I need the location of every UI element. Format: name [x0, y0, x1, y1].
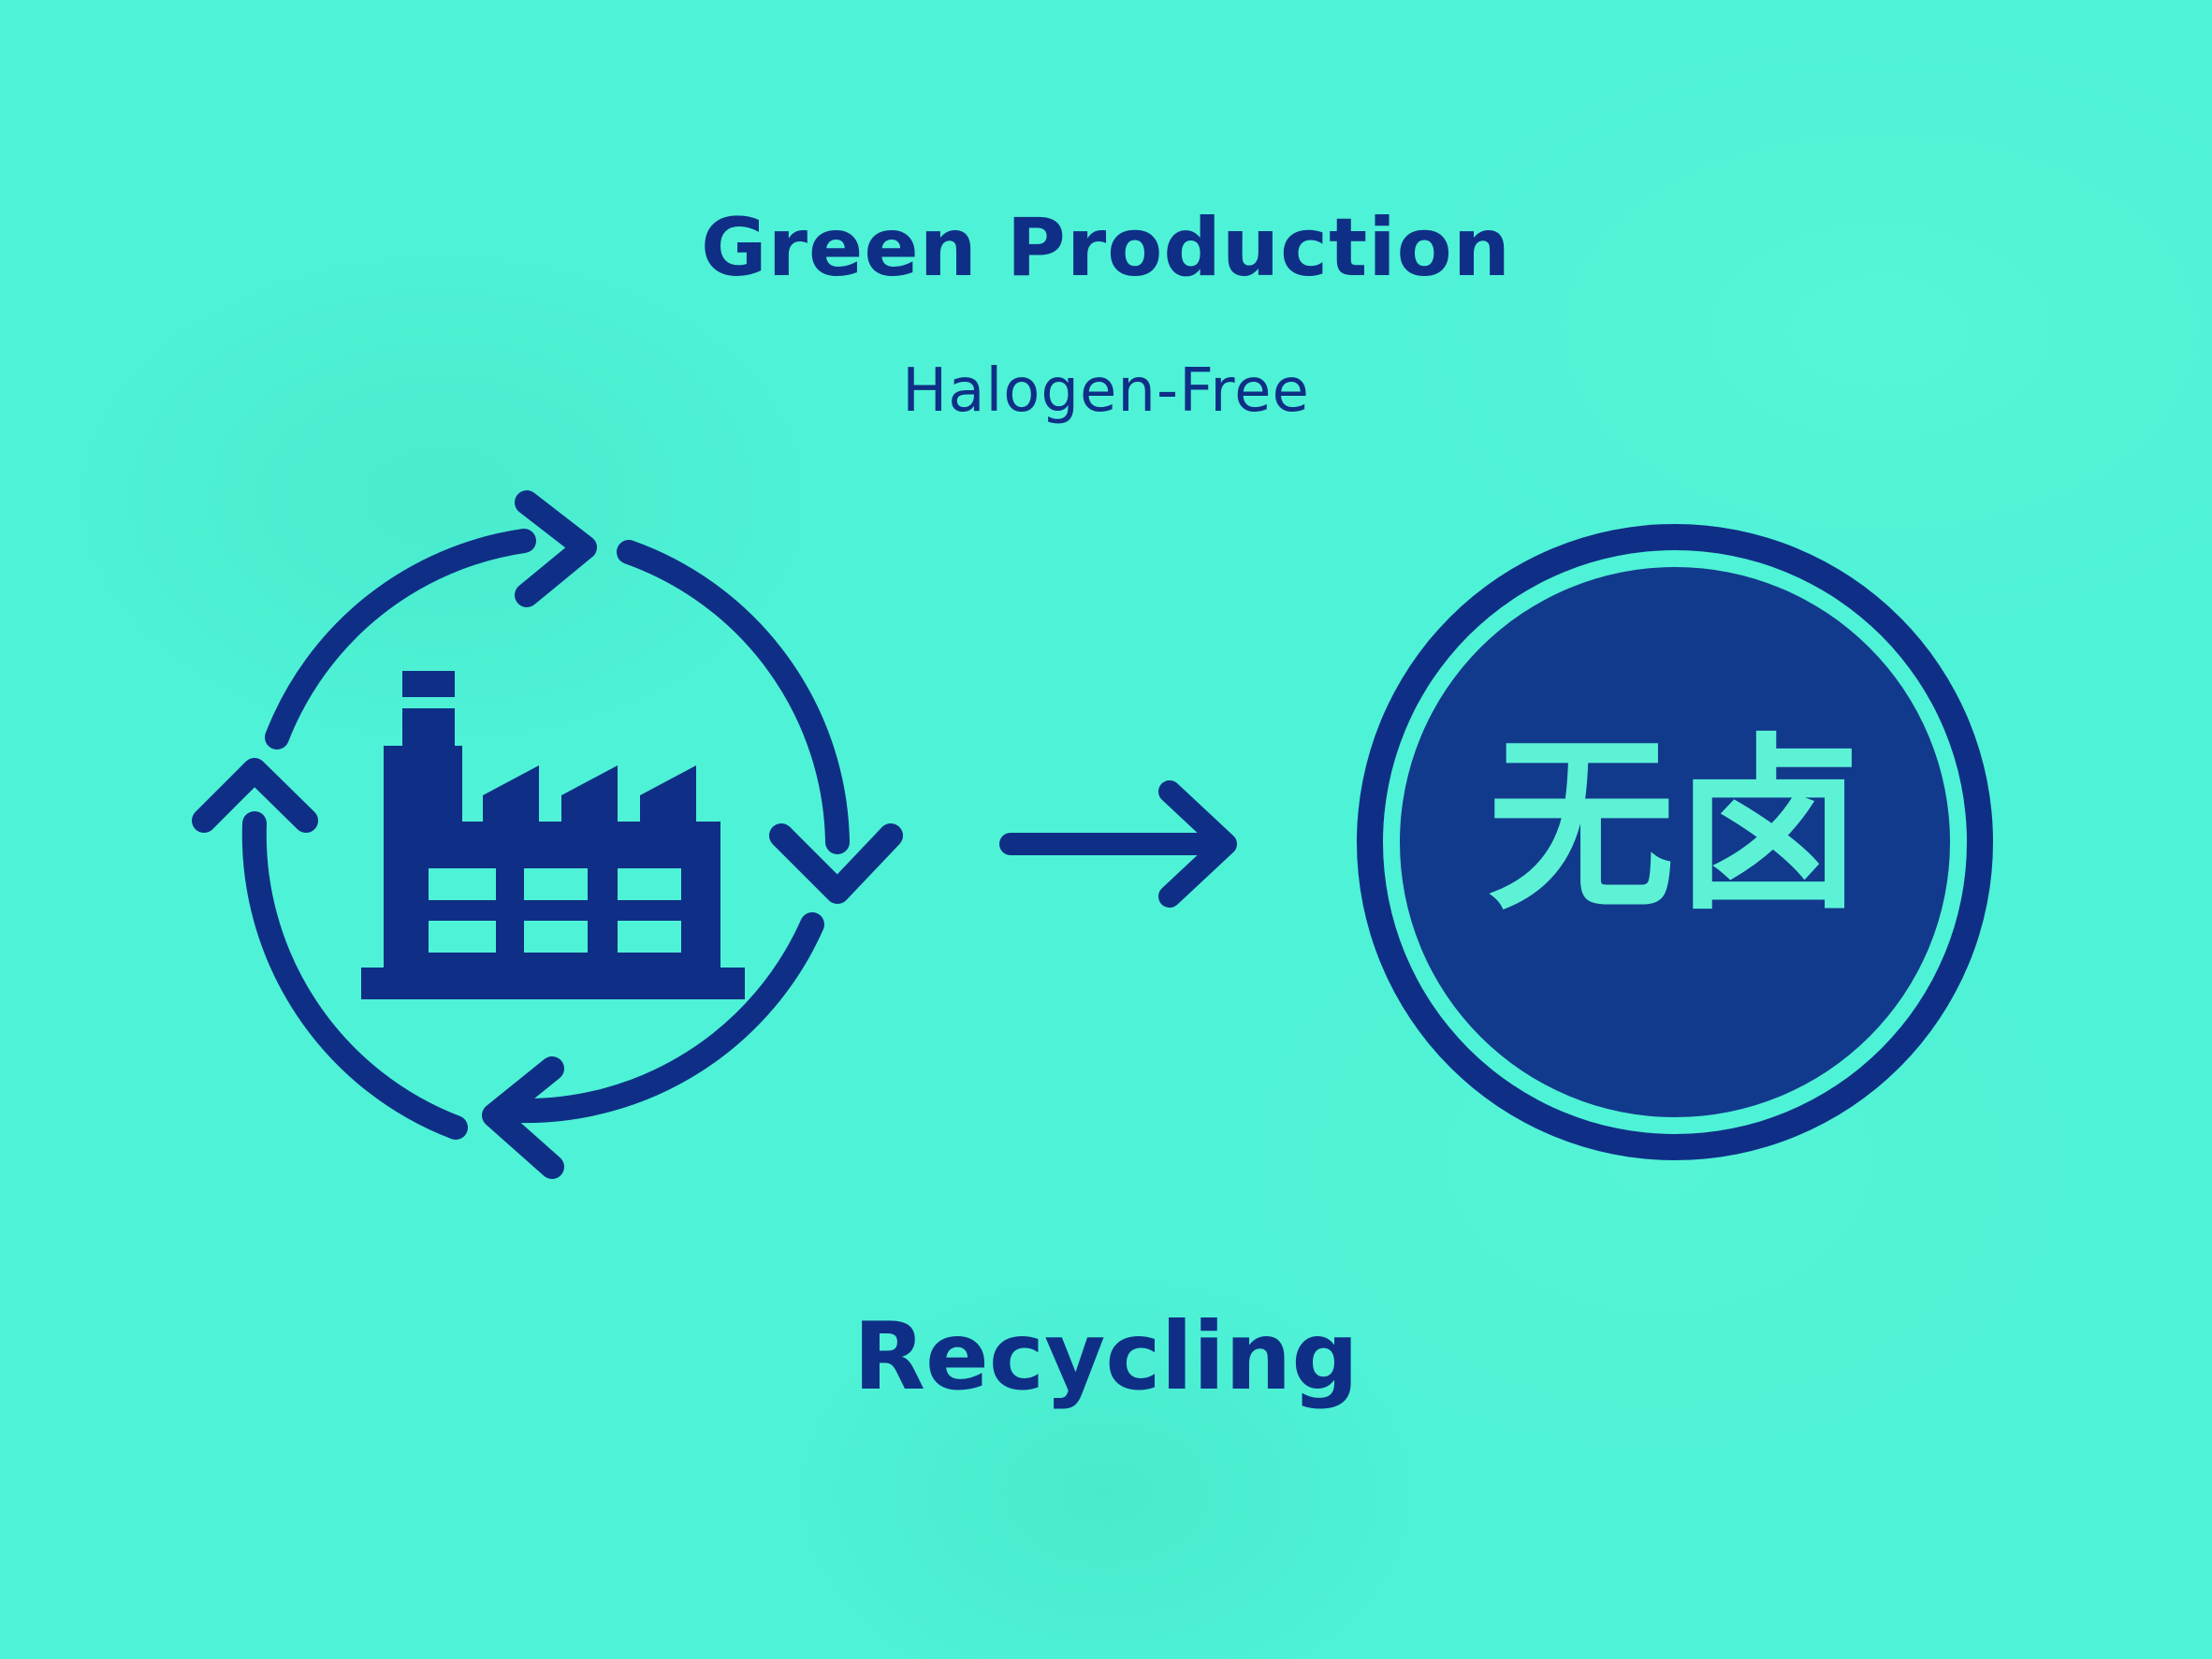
- badge-text: 无卤: [1488, 718, 1862, 936]
- recycling-label: Recycling: [853, 1302, 1359, 1411]
- factory-icon: [361, 671, 745, 999]
- cycle-arrowhead-right: [769, 823, 903, 904]
- cycle-arrowhead-bottom: [482, 1056, 564, 1179]
- cycle-arrowhead-top: [515, 490, 597, 607]
- page-title: Green Production: [700, 201, 1511, 295]
- page-subtitle: Halogen-Free: [902, 357, 1310, 426]
- halogen-free-badge: 无卤: [1357, 524, 1993, 1160]
- cycle-arc-right: [617, 540, 850, 854]
- cycle-arc-top: [265, 529, 536, 749]
- cycle-arc-bottom: [507, 912, 824, 1124]
- cycle-arrowhead-left: [192, 758, 318, 833]
- cycle-arc-left: [241, 811, 468, 1140]
- recycle-cycle-icon: [192, 490, 903, 1179]
- arrow-right-icon: [999, 780, 1237, 908]
